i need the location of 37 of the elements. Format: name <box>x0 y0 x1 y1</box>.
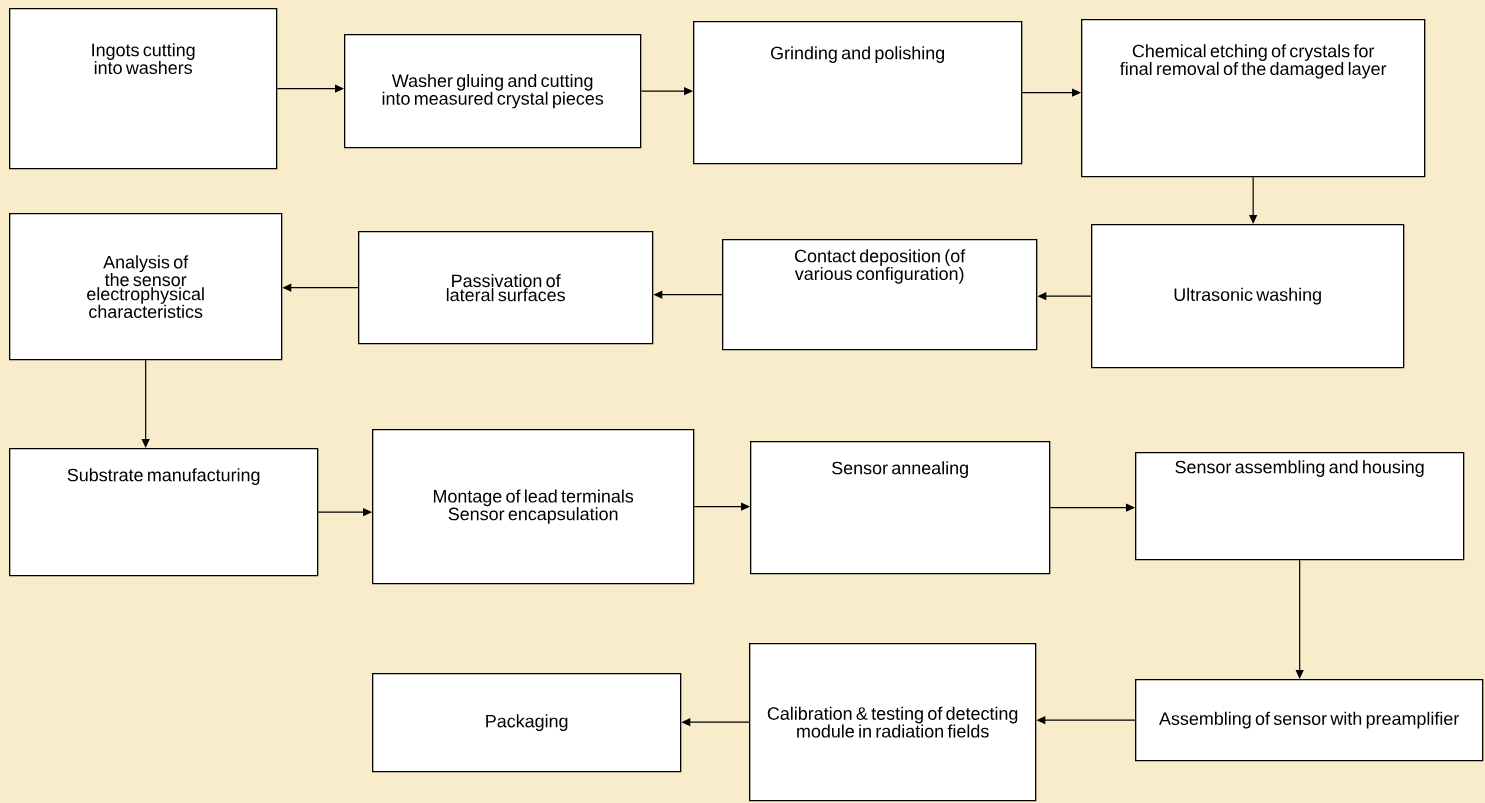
arrow <box>693 502 750 511</box>
arrow <box>276 84 344 93</box>
box-label: Substrate manufacturing <box>67 468 260 485</box>
process-box <box>358 231 654 345</box>
box-label: Sensor assembling and housing <box>1175 460 1424 477</box>
arrow <box>1295 559 1304 679</box>
process-box <box>9 448 319 577</box>
process-box <box>1135 679 1484 762</box>
box-label: Assembling of sensor with preamplifier <box>1159 711 1459 729</box>
box-label: Contact deposition (of various configuration) <box>794 249 966 284</box>
process-box <box>693 21 1023 165</box>
arrow <box>141 359 150 448</box>
box-label: Ingots cutting into washers <box>92 43 195 75</box>
box-label: Passivation of lateral surfaces <box>446 274 565 302</box>
process-box <box>1081 19 1426 178</box>
box-label: Analysis of the sensor electrophysical characteristics <box>87 255 204 319</box>
process-box <box>372 429 695 585</box>
arrow <box>1021 88 1081 97</box>
process-box <box>750 441 1051 575</box>
box-label: Packaging <box>486 714 568 731</box>
process-box <box>749 643 1037 802</box>
process-box <box>344 34 642 149</box>
process-box <box>9 8 278 170</box>
process-box <box>1135 452 1465 561</box>
process-box <box>1091 224 1405 369</box>
arrow <box>1249 176 1258 224</box>
box-label: Calibration & testing of detecting module in radiation fields <box>767 706 1018 738</box>
process-box <box>9 213 283 361</box>
arrow <box>1049 503 1135 512</box>
box-label: Grinding and polishing <box>771 46 944 63</box>
box-label: Montage of lead terminals Sensor encapsulation <box>433 489 634 524</box>
process-box <box>722 239 1038 351</box>
process-box <box>372 673 682 773</box>
box-label: Chemical etching of crystals for final removal of the damaged layer <box>1120 44 1387 79</box>
box-label: Ultrasonic washing <box>1174 287 1321 305</box>
box-label: Washer gluing and cutting into measured crystal pieces <box>382 73 604 109</box>
box-label: Sensor annealing <box>832 461 968 478</box>
